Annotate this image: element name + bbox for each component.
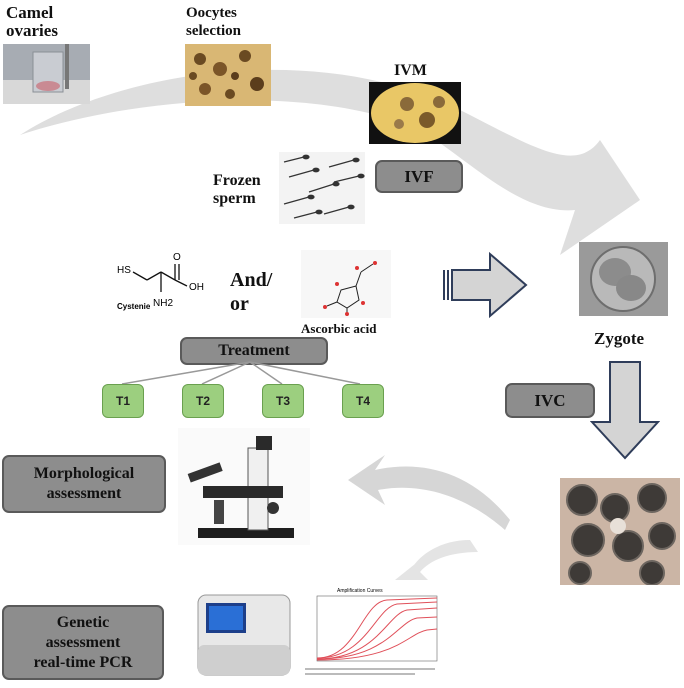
pcr-machine-image (190, 585, 295, 680)
treatment-t1: T1 (102, 384, 144, 418)
oocytes-photo (185, 44, 271, 106)
camel-ovaries-label: Camel ovaries (6, 4, 58, 40)
zygote-label: Zygote (594, 329, 645, 348)
treatment-t4: T4 (342, 384, 384, 418)
camel-ovaries-line2: ovaries (6, 21, 58, 40)
camel-ovaries-photo (3, 44, 90, 104)
t4-label: T4 (355, 394, 370, 408)
and-line: And/ (230, 269, 273, 291)
ivc-label: IVC (534, 390, 566, 410)
frozen-sperm-label: Frozen sperm (213, 172, 261, 208)
morph-line1: Morphological (33, 465, 135, 482)
oocytes-selection-label: Oocytes selection (186, 4, 241, 40)
morphological-assessment-box: Morphological assessment (2, 455, 166, 513)
oh-text: OH (189, 282, 204, 293)
oocytes-line2: selection (186, 23, 241, 39)
treatment-t3: T3 (262, 384, 304, 418)
zygote-photo (579, 242, 668, 316)
cystenie-structure: HS OH O NH2 Cystenie (115, 250, 210, 315)
ascorbic-acid-label: Ascorbic acid (301, 321, 377, 336)
nh2-text: NH2 (153, 298, 174, 309)
t2-label: T2 (195, 394, 210, 408)
o-text: O (173, 252, 181, 263)
or-line: or (230, 293, 249, 315)
sperm-photo (279, 152, 365, 224)
ivf-box: IVF (375, 160, 463, 193)
t3-label: T3 (275, 394, 290, 408)
ivm-photo (369, 82, 461, 144)
right-block-arrow (443, 251, 528, 319)
oocytes-line1: Oocytes (186, 5, 237, 21)
pcr-chart-title: Amplification Curves (337, 588, 383, 594)
genetic-line3: real-time PCR (33, 653, 133, 671)
t1-label: T1 (115, 394, 130, 408)
genetic-line1: Genetic (56, 613, 110, 631)
ivm-label: IVM (394, 62, 427, 79)
cystenie-label: Cystenie (117, 302, 151, 311)
hs-text: HS (117, 265, 131, 276)
morph-line2: assessment (46, 485, 122, 502)
frozen-line1: Frozen (213, 172, 261, 189)
embryos-photo (560, 478, 680, 585)
treatment-branch-lines (121, 361, 361, 385)
down-block-arrow (590, 361, 660, 460)
pcr-amplification-chart: Amplification Curves (297, 588, 447, 683)
frozen-line2: sperm (213, 190, 256, 207)
ascorbic-acid-structure (301, 250, 391, 318)
ivf-label: IVF (404, 166, 434, 186)
genetic-assessment-box: Genetic assessment real-time PCR (2, 605, 164, 680)
ivc-box: IVC (505, 383, 595, 418)
microscope-image (178, 428, 310, 545)
treatment-label: Treatment (218, 342, 290, 359)
genetic-line2: assessment (45, 633, 121, 651)
and-or-label: And/ or (230, 268, 272, 316)
treatment-t2: T2 (182, 384, 224, 418)
camel-ovaries-line1: Camel (6, 3, 54, 22)
